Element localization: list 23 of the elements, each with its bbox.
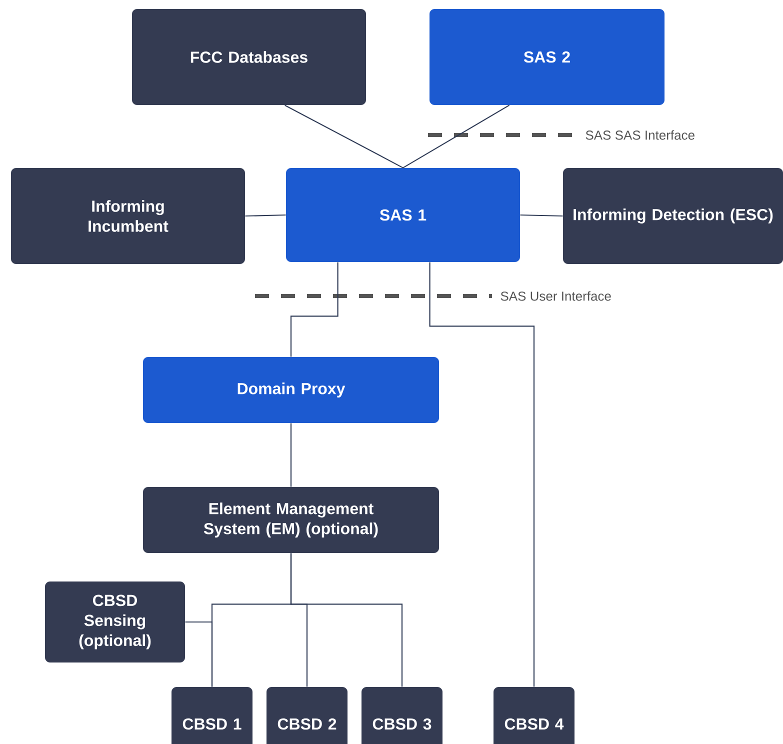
process-box: CBSD 2 — [266, 687, 348, 744]
connector-line — [520, 214, 563, 217]
connector-line — [290, 423, 292, 487]
process-box: CBSD 1 — [172, 687, 252, 744]
connector-line — [429, 262, 535, 687]
connector-line — [185, 621, 213, 687]
connector-line — [290, 553, 403, 687]
connector-line — [245, 214, 286, 217]
connector-line — [290, 262, 338, 357]
process-box: Informing Incumbent — [11, 168, 245, 264]
connector-line — [284, 104, 404, 168]
connector-line — [402, 104, 510, 168]
interface-label: SAS SAS Interface — [586, 130, 694, 140]
process-box: SAS 1 — [286, 168, 520, 262]
interface-label: SAS User Interface — [500, 291, 611, 301]
process-box: CBSD Sensing (optional) — [45, 582, 185, 662]
process-box: Element Management System (EM) (optional) — [143, 487, 439, 553]
process-box: Domain Proxy — [143, 357, 439, 423]
process-box: Informing Detection (ESC) — [563, 168, 783, 264]
process-box: CBSD 3 — [362, 687, 442, 744]
process-box: SAS 2 — [430, 9, 664, 105]
process-box: FCC Databases — [132, 9, 366, 105]
process-box: CBSD 4 — [494, 687, 574, 744]
